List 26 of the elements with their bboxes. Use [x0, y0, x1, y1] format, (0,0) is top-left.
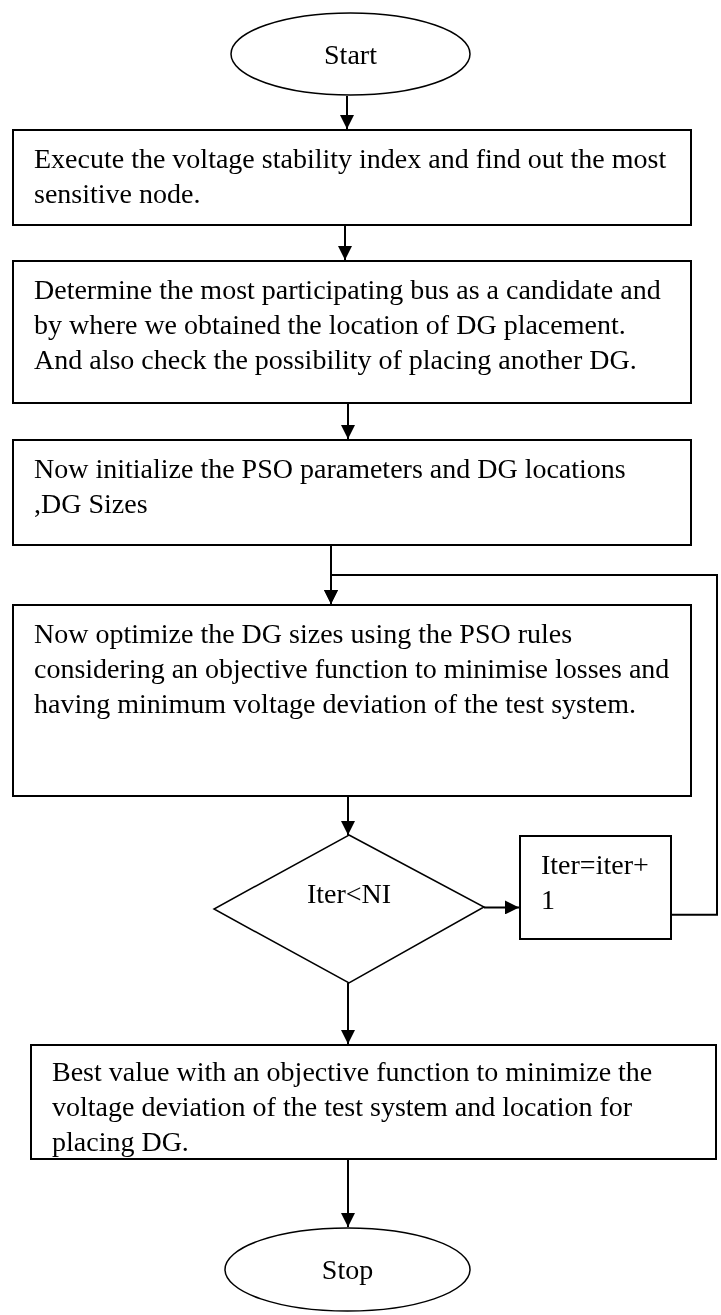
node-text: Best value with an objective function to minimize the voltage deviation of the test system and location for placing DG.	[52, 1055, 654, 1159]
node-text: Execute the voltage stability index and find out the most sensitive node.	[34, 142, 668, 211]
node-text: Stop	[321, 1253, 374, 1287]
arrow	[341, 982, 355, 1045]
terminal-ellipse	[230, 12, 471, 96]
arrow	[341, 1159, 355, 1228]
process-box	[12, 439, 692, 546]
decision-diamond	[212, 834, 486, 984]
process-box	[519, 835, 672, 940]
node-text: Iter<NI	[306, 876, 392, 911]
arrow	[341, 403, 355, 440]
arrow	[324, 574, 718, 916]
node-text: Start	[324, 37, 377, 72]
terminal-ellipse	[224, 1227, 471, 1312]
process-box	[30, 1044, 717, 1160]
process-box	[12, 129, 692, 226]
node-text: Determine the most participating bus as a candidate and by where we obtained the location of DG placement. And also check the possibility of placing another DG.	[34, 273, 662, 377]
node-text: Now initialize the PSO parameters and DG locations ,DG Sizes	[34, 452, 627, 521]
arrow	[340, 95, 354, 130]
node-text: Iter=iter+ 1	[541, 848, 650, 917]
arrow	[338, 225, 352, 261]
arrow	[341, 796, 355, 836]
process-box	[12, 604, 692, 797]
node-text: Now optimize the DG sizes using the PSO rules considering an objective function to minimise losses and having minimum voltage deviation of the test system.	[34, 617, 671, 721]
process-box	[12, 260, 692, 404]
arrow	[483, 900, 520, 915]
